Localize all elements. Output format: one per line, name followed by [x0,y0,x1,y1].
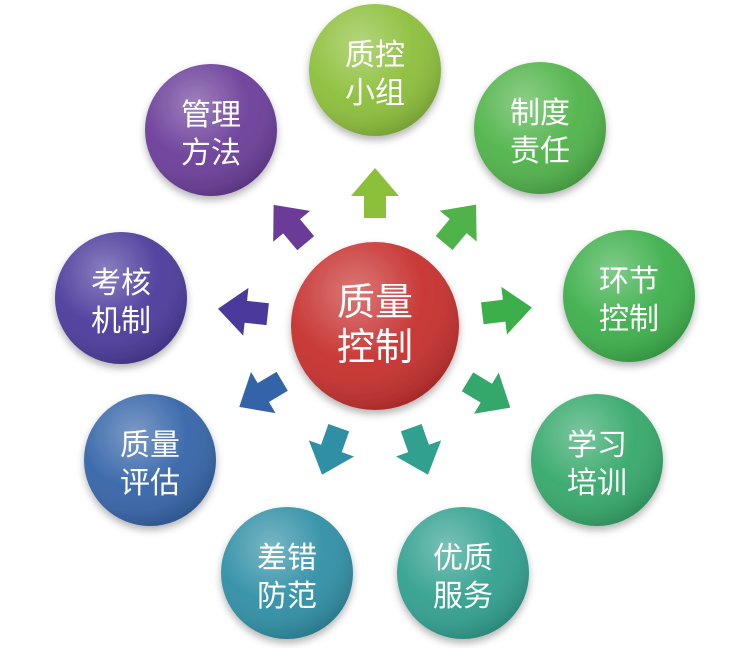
satellite-label-line1: 考核 [91,266,151,301]
satellite-shine [309,4,441,136]
satellite-label-line1: 学习 [567,428,627,463]
satellite-node-1 [309,4,441,136]
arrow-7 [239,371,288,414]
satellite-label-line1: 差错 [257,541,317,576]
satellite-shine [55,232,187,364]
satellite-node-9 [145,64,277,196]
satellite-shine [563,230,695,362]
satellite-shine [145,64,277,196]
satellite-label-line2: 方法 [181,136,241,171]
satellite-node-4 [531,394,663,526]
arrow-6 [308,424,355,475]
arrow-1 [351,168,399,218]
satellite-node-6 [221,507,353,639]
satellite-label-line2: 机制 [91,304,151,339]
satellite-label-line2: 防范 [257,579,317,614]
satellite-shine [397,507,529,639]
satellite-node-7 [84,394,216,526]
satellite-label-line1: 优质 [433,541,493,576]
center-shine [291,242,459,410]
center-label-line2: 控制 [337,325,413,369]
satellite-label-line2: 服务 [433,579,493,614]
arrow-8 [218,287,269,336]
satellite-label-line2: 责任 [510,134,570,169]
arrows-layer [218,168,532,475]
arrow-9 [273,204,315,251]
arrow-3 [481,286,532,335]
satellite-node-3 [563,230,695,362]
satellite-shine [84,394,216,526]
satellite-label-line2: 评估 [120,466,180,501]
satellite-label-line1: 质控 [345,38,405,73]
center-label-line1: 质量 [337,280,413,324]
center-node [291,242,459,410]
satellite-label-line2: 小组 [345,76,405,111]
satellite-label-line2: 培训 [567,466,627,501]
satellite-shine [531,394,663,526]
satellite-label-line1: 环节 [599,264,659,299]
satellite-node-5 [397,507,529,639]
satellite-shine [221,507,353,639]
satellite-label-line2: 控制 [599,302,659,337]
arrow-5 [395,424,442,475]
satellite-label-line1: 制度 [510,96,570,131]
satellite-node-8 [55,232,187,364]
arrow-4 [461,372,511,414]
satellite-label-line1: 管理 [181,98,241,133]
satellite-label-line1: 质量 [120,428,180,463]
arrow-2 [435,204,477,251]
satellite-node-2 [474,62,606,194]
satellite-shine [474,62,606,194]
